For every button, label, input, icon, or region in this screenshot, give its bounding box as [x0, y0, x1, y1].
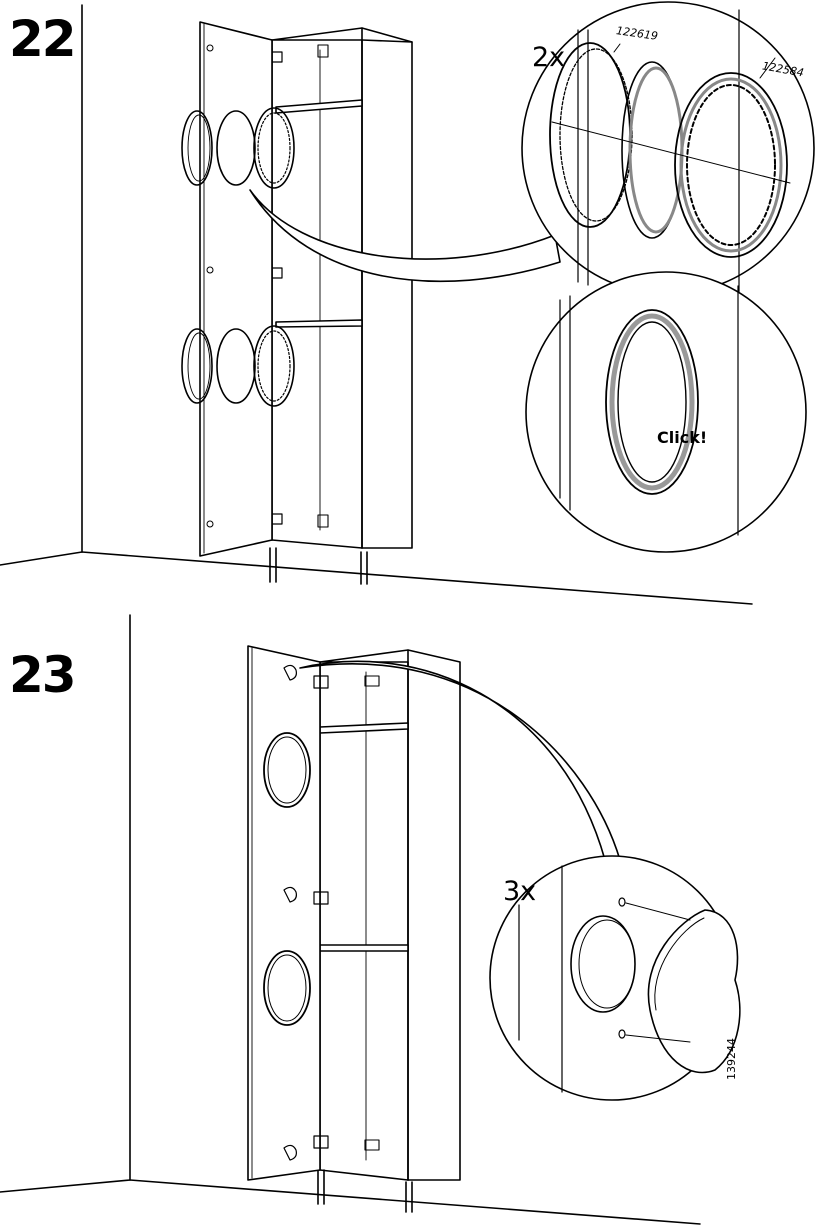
- detail-circle-upper: [521, 1, 815, 295]
- document-number: 139244: [725, 1038, 738, 1080]
- detail-circle-23: [489, 855, 741, 1101]
- callout-swoosh-22: [249, 189, 561, 283]
- ring-set-lower: [181, 325, 295, 407]
- floor-line-right: [81, 551, 753, 605]
- ring-set-upper: [181, 107, 295, 189]
- cabinet-23: [317, 649, 461, 1213]
- detail-circle-lower: [525, 271, 807, 553]
- floor-line-left: [0, 551, 83, 566]
- quantity-label-22: 2x: [532, 42, 566, 73]
- quantity-label-23: 3x: [503, 876, 537, 907]
- floor-line-left-23: [0, 1179, 131, 1193]
- step-number-22: 22: [9, 10, 77, 68]
- click-label: Click!: [657, 428, 708, 447]
- door-23: [247, 645, 329, 1181]
- step-number-23: 23: [9, 646, 77, 704]
- floor-line-right-23: [129, 1179, 701, 1225]
